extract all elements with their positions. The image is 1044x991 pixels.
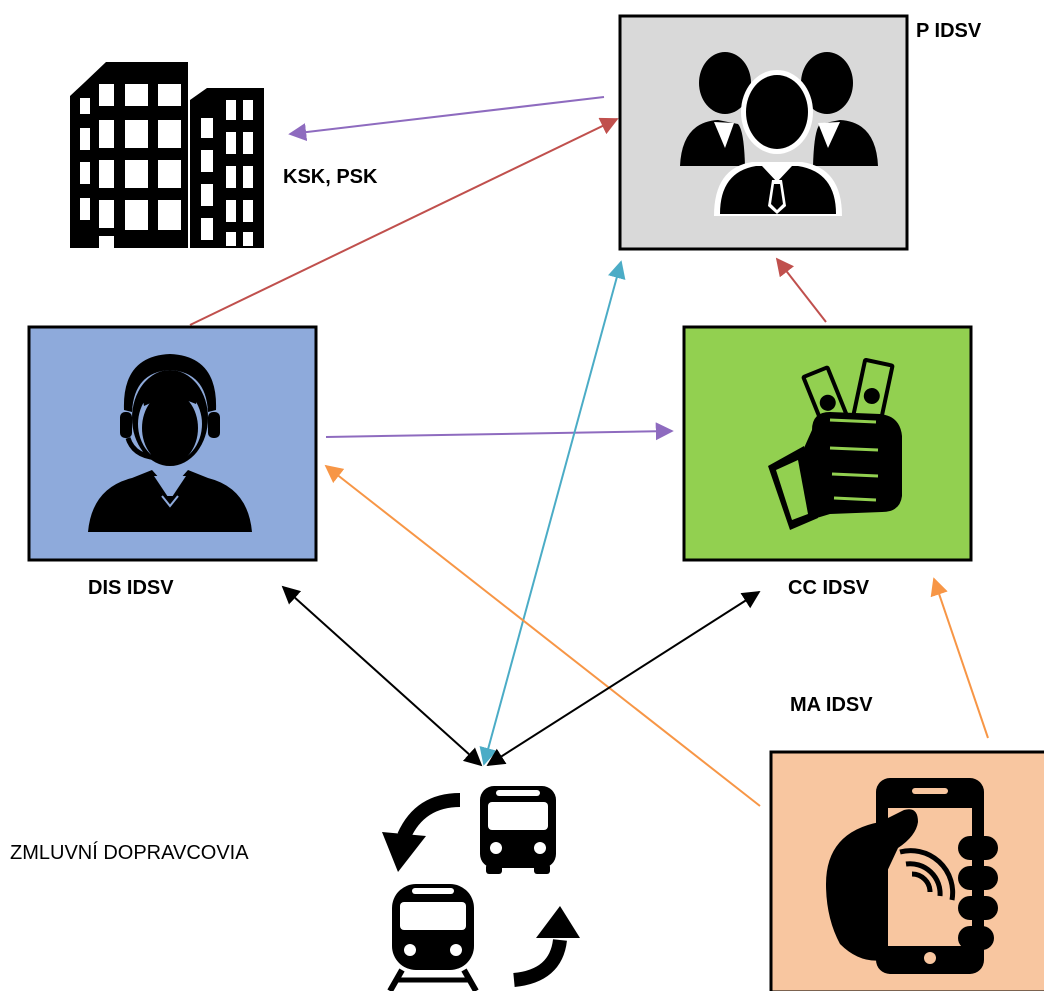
business-group-icon bbox=[680, 52, 878, 216]
label-dis-idsv: DIS IDSV bbox=[88, 577, 174, 599]
train-icon bbox=[387, 884, 479, 991]
cycle-arrow-icon bbox=[382, 793, 461, 872]
cycle-arrow-icon bbox=[513, 906, 580, 987]
money-hand-icon bbox=[768, 357, 902, 530]
building-icon bbox=[70, 62, 264, 248]
edge-carriers-cc bbox=[486, 591, 761, 766]
bus-icon bbox=[480, 786, 556, 874]
edge-p-to-ksk bbox=[288, 96, 605, 142]
call-center-operator-icon bbox=[88, 354, 252, 532]
label-ma-idsv: MA IDSV bbox=[790, 694, 873, 716]
label-carriers: ZMLUVNÍ DOPRAVCOVIA bbox=[10, 842, 249, 864]
edge-cc-to-p bbox=[775, 257, 827, 323]
hand-smartphone-icon bbox=[826, 778, 998, 974]
label-cc-idsv: CC IDSV bbox=[788, 577, 870, 599]
edge-dis-to-p bbox=[189, 117, 619, 326]
edge-dis-to-cc bbox=[325, 422, 674, 441]
edge-carriers-dis bbox=[281, 585, 483, 767]
edge-carriers-p bbox=[479, 260, 626, 766]
edge-ma-to-cc bbox=[930, 577, 989, 739]
label-ksk-psk: KSK, PSK bbox=[283, 166, 378, 188]
label-p-idsv: P IDSV bbox=[916, 20, 982, 42]
